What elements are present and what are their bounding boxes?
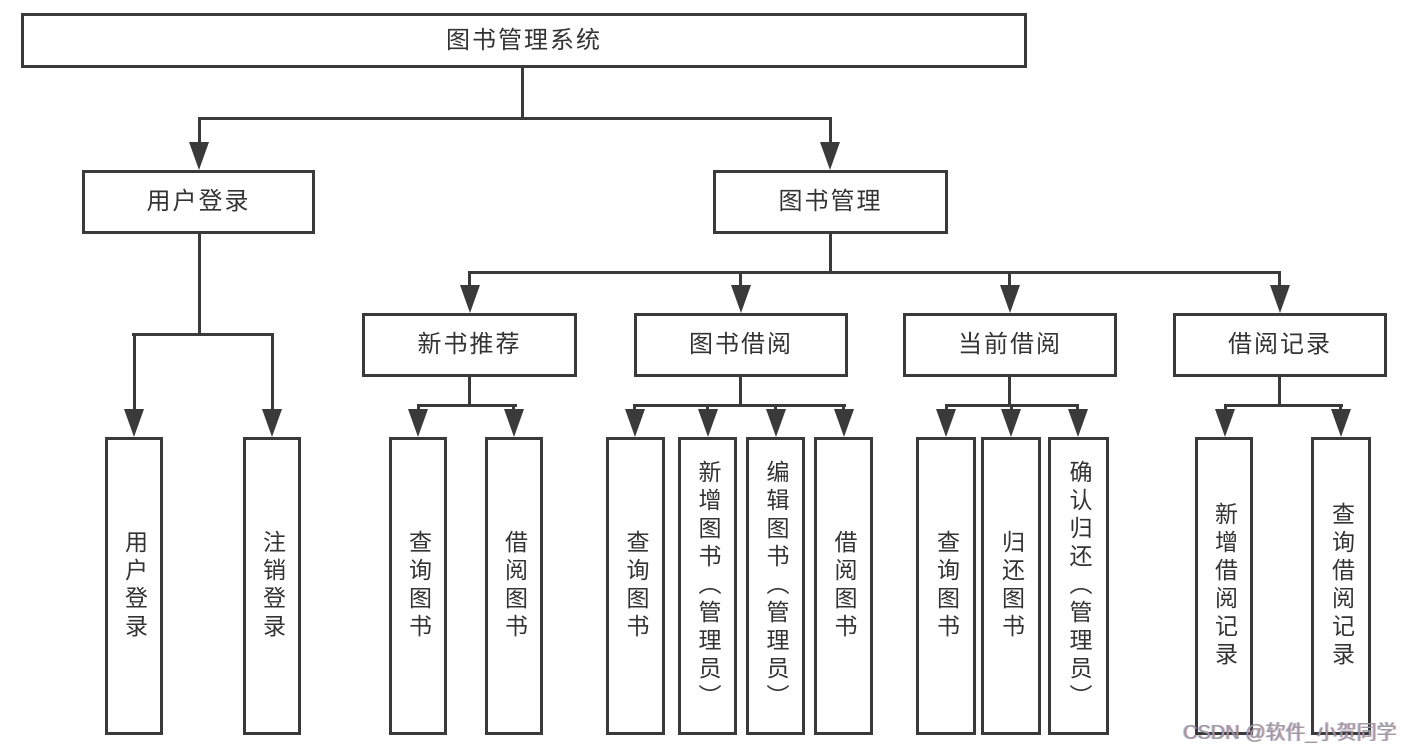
- leaf-current-return-books: 归还图书: [981, 437, 1041, 735]
- connector-line: [1224, 404, 1343, 407]
- leaf-label: 借阅图书: [831, 530, 857, 642]
- connector-line: [198, 117, 832, 120]
- connector-line: [521, 66, 524, 119]
- leaf-current-query-books: 查询图书: [916, 437, 976, 735]
- leaf-label: 借阅图书: [501, 530, 528, 642]
- leaf-recommend-borrow-books: 借阅图书: [485, 437, 543, 735]
- connector-line: [829, 117, 832, 145]
- leaf-label: 查询借阅记录: [1328, 502, 1355, 670]
- connector-line: [468, 375, 471, 407]
- leaf-label: 归还图书: [998, 530, 1025, 642]
- arrow-down-icon: [262, 409, 282, 437]
- leaf-label: 确认归还（管理员）: [1066, 460, 1092, 712]
- connector-line: [417, 404, 517, 407]
- arrow-down-icon: [504, 409, 524, 437]
- leaf-borrow-borrow-books: 借阅图书: [814, 437, 873, 735]
- node-label: 图书管理: [778, 188, 883, 215]
- arrow-down-icon: [124, 409, 144, 437]
- leaf-label: 查询图书: [405, 530, 432, 642]
- leaf-label: 编辑图书（管理员）: [763, 460, 789, 712]
- connector-line: [468, 271, 471, 289]
- connector-line: [198, 117, 201, 145]
- connector-line: [133, 333, 136, 411]
- leaf-label: 查询图书: [623, 530, 649, 642]
- connector-line: [469, 271, 1281, 274]
- node-label: 当前借阅: [958, 331, 1062, 358]
- node-label: 图书管理系统: [446, 26, 602, 54]
- arrow-down-icon: [460, 285, 480, 313]
- leaf-borrow-query-books: 查询图书: [606, 437, 665, 735]
- leaf-label: 查询图书: [933, 530, 960, 642]
- leaf-label: 新增图书（管理员）: [695, 460, 721, 712]
- leaf-logout-login: 注销登录: [243, 437, 301, 735]
- leaf-label: 用户登录: [121, 530, 148, 642]
- node-new-book-recommend: 新书推荐: [362, 313, 577, 377]
- node-label: 新书推荐: [417, 331, 522, 358]
- node-label: 图书借阅: [689, 331, 793, 358]
- node-user-login: 用户登录: [82, 170, 315, 234]
- arrow-down-icon: [625, 409, 645, 437]
- leaf-user-login: 用户登录: [105, 437, 163, 735]
- arrow-down-icon: [1270, 285, 1290, 313]
- arrow-down-icon: [1331, 409, 1351, 437]
- connector-line: [829, 232, 832, 273]
- arrow-down-icon: [1215, 409, 1235, 437]
- arrow-down-icon: [1000, 285, 1020, 313]
- leaf-label: 新增借阅记录: [1211, 502, 1238, 670]
- node-book-borrow: 图书借阅: [634, 313, 848, 377]
- leaf-recommend-query-books: 查询图书: [389, 437, 447, 735]
- connector-line: [1008, 375, 1011, 407]
- leaf-records-query-record: 查询借阅记录: [1311, 437, 1371, 735]
- arrow-down-icon: [698, 409, 718, 437]
- node-root: 图书管理系统: [21, 13, 1027, 68]
- node-current-borrow: 当前借阅: [903, 313, 1117, 377]
- arrow-down-icon: [834, 409, 854, 437]
- arrow-down-icon: [936, 409, 956, 437]
- node-borrow-records: 借阅记录: [1173, 313, 1387, 377]
- connector-line: [271, 333, 274, 411]
- arrow-down-icon: [1001, 409, 1021, 437]
- connector-line: [132, 333, 274, 336]
- connector-line: [1278, 375, 1281, 407]
- arrow-down-icon: [189, 142, 209, 170]
- connector-line: [1278, 271, 1281, 289]
- node-label: 用户登录: [146, 188, 251, 215]
- arrow-down-icon: [766, 409, 786, 437]
- connector-line: [739, 271, 742, 289]
- node-label: 借阅记录: [1228, 331, 1332, 358]
- connector-line: [739, 375, 742, 407]
- csdn-watermark: CSDN @软件_小贺同学: [1183, 722, 1397, 744]
- connector-line: [1008, 271, 1011, 289]
- leaf-label: 注销登录: [259, 530, 286, 642]
- arrow-down-icon: [408, 409, 428, 437]
- connector-line: [634, 404, 846, 407]
- arrow-down-icon: [820, 142, 840, 170]
- node-book-management: 图书管理: [713, 170, 948, 234]
- leaf-borrow-edit-books-admin: 编辑图书（管理员）: [746, 437, 805, 735]
- arrow-down-icon: [1068, 409, 1088, 437]
- arrow-down-icon: [731, 285, 751, 313]
- leaf-borrow-add-books-admin: 新增图书（管理员）: [678, 437, 737, 735]
- leaf-records-add-record: 新增借阅记录: [1195, 437, 1253, 735]
- connector-line: [198, 232, 201, 335]
- leaf-current-confirm-return-admin: 确认归还（管理员）: [1048, 437, 1109, 735]
